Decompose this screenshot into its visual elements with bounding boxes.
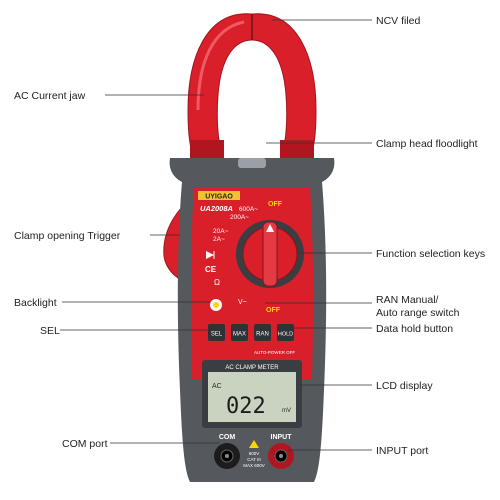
ohm-icon: Ω [214,278,220,287]
warning-icon [249,440,259,448]
range-2a: 2A~ [213,236,225,243]
hold-button[interactable]: HOLD [277,324,294,341]
ce-mark-icon: CE [205,265,217,274]
leader-lines [60,19,372,451]
range-20a: 20A~ [213,228,229,235]
jaw-base-left [190,140,224,162]
clamp-head-collar [169,158,335,182]
model-label: UA2008A [200,204,233,213]
function-selection-dial[interactable] [236,220,304,288]
callout-ran-line1: RAN Manual/ [376,294,439,306]
com-port[interactable] [214,443,240,469]
ncv-jaw [251,13,317,159]
jaw-base-right [280,140,314,162]
max-rating-label: MAX 600V [243,463,265,468]
lcd-unit: mV [282,408,291,414]
lcd-reading: 022 [226,394,266,419]
hold-button-label: HOLD [278,332,293,338]
callout-sel: SEL [40,325,60,337]
callout-lcd: LCD display [376,380,433,392]
brand-badge [198,191,240,200]
com-port-label: COM [219,434,236,441]
ran-button[interactable]: RAN [254,324,271,341]
callout-function-keys: Function selection keys [376,248,485,260]
max-button[interactable]: MAX [231,324,248,341]
range-off-top: OFF [268,201,283,208]
ran-button-label: RAN [256,332,269,338]
lcd-title: AC CLAMP METER [225,365,279,371]
rating-label: 600V [249,451,260,456]
callout-ran-line2: Auto range switch [376,307,460,319]
brand-label: UYIGAO [205,194,233,201]
callout-input: INPUT port [376,445,428,457]
range-600a: 600A~ [239,206,258,213]
callout-ac-jaw: AC Current jaw [14,90,86,102]
range-off-bottom: OFF [266,307,281,314]
callout-hold: Data hold button [376,323,453,335]
lcd-mode: AC [212,383,222,390]
diode-icon [206,251,215,259]
floodlight [238,158,266,168]
clamp-jaws [187,13,317,162]
callout-trigger: Clamp opening Trigger [14,230,121,242]
range-v: V~ [238,299,247,306]
range-200a: 200A~ [230,214,249,221]
sel-button[interactable]: SEL [208,324,225,341]
callout-backlight: Backlight [14,297,57,309]
input-port-label: INPUT [271,434,293,441]
callout-floodlight: Clamp head floodlight [376,138,478,150]
input-port[interactable] [268,443,294,469]
callout-ncv: NCV filed [376,15,421,27]
auto-power-off-label: AUTO-POWER OFF [254,350,295,355]
max-button-label: MAX [233,332,246,338]
sel-button-label: SEL [211,332,223,338]
lcd-screen [208,372,296,422]
callout-com: COM port [62,438,108,450]
cat-label: CAT III [247,457,261,462]
bulb-icon [213,302,219,308]
